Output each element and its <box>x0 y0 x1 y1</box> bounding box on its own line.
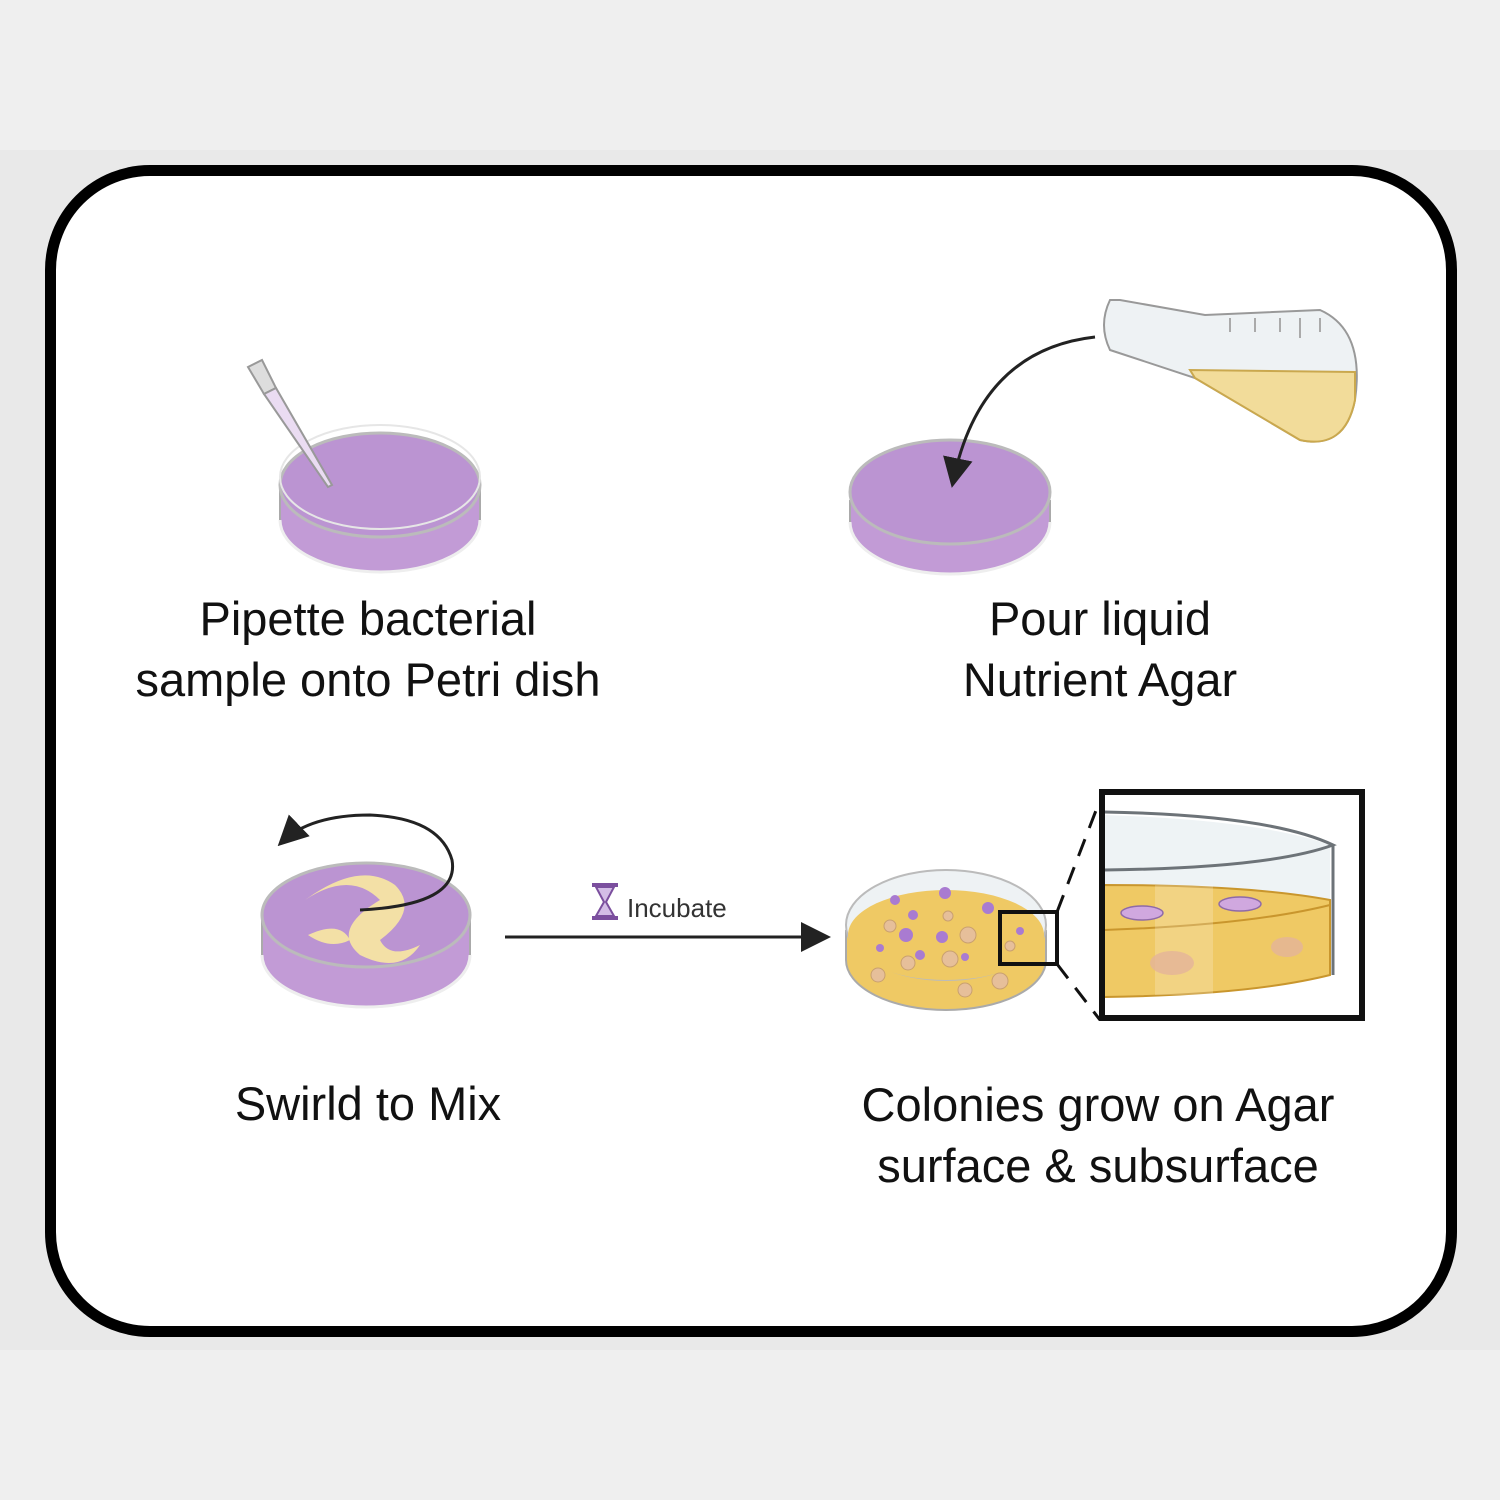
pour-arrow <box>943 335 1096 488</box>
hourglass-icon <box>592 883 618 920</box>
step-3-line-1: Swirld to Mix <box>234 1077 502 1130</box>
step-1-line-2: sample onto Petri dish <box>135 653 601 706</box>
step-2-line-2: Nutrient Agar <box>962 653 1238 706</box>
step-4-line-1: Colonies grow on Agar <box>861 1078 1335 1131</box>
step-1-line-1: Pipette bacterial <box>199 592 537 645</box>
colony-zoom-inset <box>1099 789 1365 1021</box>
flask-icon <box>1103 299 1358 443</box>
step-2-caption: Pour liquid Nutrient Agar <box>800 588 1400 710</box>
pipette-tip-icon <box>246 358 334 489</box>
step-4-line-2: surface & subsurface <box>877 1139 1319 1192</box>
step-2-line-1: Pour liquid <box>988 592 1212 645</box>
step-1-caption: Pipette bacterial sample onto Petri dish <box>68 588 668 710</box>
swirl-arrow <box>277 813 455 912</box>
petri-dish-pipette-illustration <box>246 358 482 574</box>
step-3-caption: Swirld to Mix <box>68 1073 668 1134</box>
petri-dish-swirl-illustration <box>260 813 472 1009</box>
step-4-caption: Colonies grow on Agar surface & subsurfa… <box>798 1074 1398 1196</box>
petri-dish-colonies-illustration <box>845 799 1102 1021</box>
petri-dish-pour-illustration <box>848 438 1052 576</box>
incubate-label: Incubate <box>627 893 727 923</box>
